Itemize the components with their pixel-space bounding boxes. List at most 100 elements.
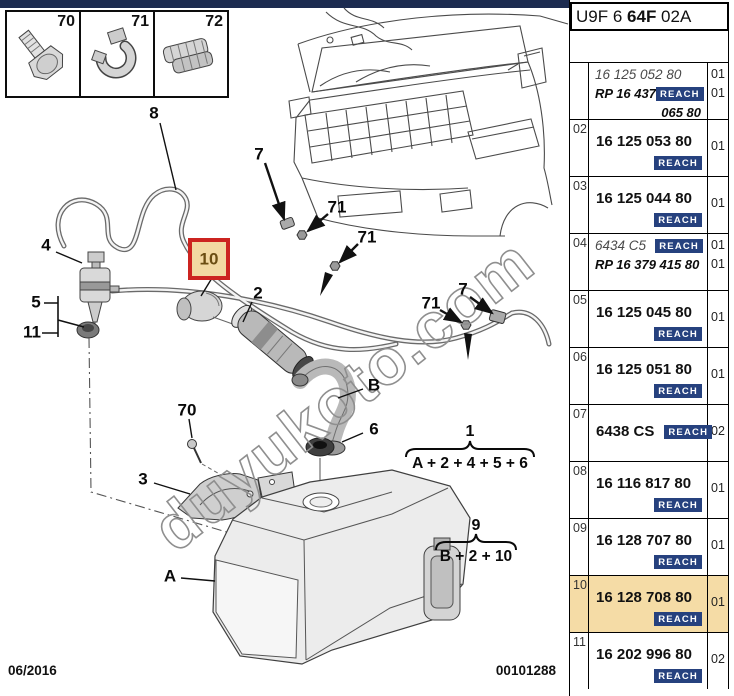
callout-10-highlighted[interactable]: 10 (200, 250, 219, 269)
code-suffix: 02A (656, 7, 692, 26)
hose-clamp-nut (296, 230, 308, 240)
quantity-cell: 02 (707, 633, 728, 689)
callout-7[interactable]: 7 (458, 280, 467, 299)
code-bold: 64F (627, 7, 657, 26)
group-brace (405, 440, 535, 458)
callout-5[interactable]: 5 (31, 293, 40, 312)
hose-nozzle (279, 216, 295, 230)
row-number: 04 (570, 234, 589, 290)
callout-71[interactable]: 71 (328, 198, 347, 217)
part-number: 16 125 045 80 (596, 304, 692, 321)
group-brace (435, 533, 517, 551)
callout-B[interactable]: B (368, 376, 380, 395)
quantity: 01 (711, 595, 725, 609)
reach-badge[interactable]: REACH (654, 498, 702, 512)
leader-line (469, 296, 494, 315)
leader-line (153, 482, 191, 495)
quantity-cell: 01 (707, 576, 728, 632)
quantity-cell: 01 (707, 120, 728, 176)
reach-badge[interactable]: REACH (664, 424, 713, 439)
reach-badge[interactable]: REACH (654, 213, 702, 227)
top-navy-bar (0, 0, 570, 8)
legend-number: 71 (131, 13, 149, 30)
reach-badge[interactable]: REACH (655, 86, 704, 101)
leader-line (338, 243, 359, 264)
leader-line (263, 162, 286, 222)
hose-clip-icon (162, 38, 214, 74)
reach-badge[interactable]: REACH (654, 612, 702, 626)
group-label-9: 9 (472, 517, 481, 534)
part-number: RP 16 437 (595, 86, 656, 101)
leader-line (159, 122, 177, 191)
reach-badge[interactable]: REACH (654, 384, 702, 398)
hose-clamp-nut (329, 261, 341, 271)
pump-grommet-5-11 (76, 321, 100, 339)
callout-71[interactable]: 71 (358, 228, 377, 247)
hose-clamp-nut (460, 320, 472, 330)
callout-A[interactable]: A (164, 567, 176, 586)
quantity: 01 (711, 86, 725, 100)
reach-badge[interactable]: REACH (654, 327, 702, 341)
leader-line (337, 388, 364, 399)
reach-badge[interactable]: REACH (654, 555, 702, 569)
part-cell: 16 125 044 80 REACH (589, 177, 707, 233)
catalog-code-header: U9F 6 64F 02A (570, 2, 729, 31)
leader-line (341, 432, 364, 443)
callout-11[interactable]: 11 (23, 323, 41, 342)
fastener-legend: 70 71 (5, 10, 229, 98)
legend-box-70: 70 (5, 10, 81, 98)
callout-bracket-5-11 (42, 296, 85, 337)
reach-badge[interactable]: REACH (654, 156, 702, 170)
group-formula: A + 2 + 4 + 5 + 6 (412, 455, 528, 472)
reach-badge[interactable]: REACH (654, 669, 702, 683)
part-number: 16 202 996 80 (596, 646, 692, 663)
pump-2 (231, 304, 314, 380)
callout-layer: 8 7 71 71 4 5 11 2 7 71B 70 6 3A 10 (23, 104, 494, 586)
quantity: 01 (711, 196, 725, 210)
row-number: 06 (570, 348, 589, 404)
part-cell: 16 125 045 80 REACH (589, 291, 707, 347)
grommet-6 (305, 437, 335, 491)
reach-badge[interactable]: REACH (655, 238, 703, 253)
group-formula: B + 2 + 10 (440, 548, 512, 565)
leader-line (55, 251, 83, 264)
highlighted-callout-box[interactable] (188, 238, 230, 280)
quantity-cell: 01 (707, 519, 728, 575)
callout-7[interactable]: 7 (254, 145, 263, 164)
callout-6[interactable]: 6 (369, 420, 378, 439)
part-number: 065 80 (661, 105, 701, 120)
part-number: 16 128 707 80 (596, 532, 692, 549)
row-number: 05 (570, 291, 589, 347)
callout-3[interactable]: 3 (138, 470, 147, 489)
quantity: 01 (711, 67, 725, 81)
callout-2[interactable]: 2 (253, 284, 262, 303)
legend-number: 72 (205, 13, 223, 30)
part-number: 16 125 053 80 (596, 133, 692, 150)
part-number: 16 125 044 80 (596, 190, 692, 207)
callout-8[interactable]: 8 (149, 104, 158, 123)
row-number (570, 63, 589, 119)
quantity-cell: 01 (707, 348, 728, 404)
callout-4[interactable]: 4 (41, 236, 51, 255)
row-number: 10 (570, 576, 589, 632)
callout-70[interactable]: 70 (178, 401, 197, 420)
legend-box-71: 71 (79, 10, 155, 98)
callout-71[interactable]: 71 (422, 294, 441, 313)
